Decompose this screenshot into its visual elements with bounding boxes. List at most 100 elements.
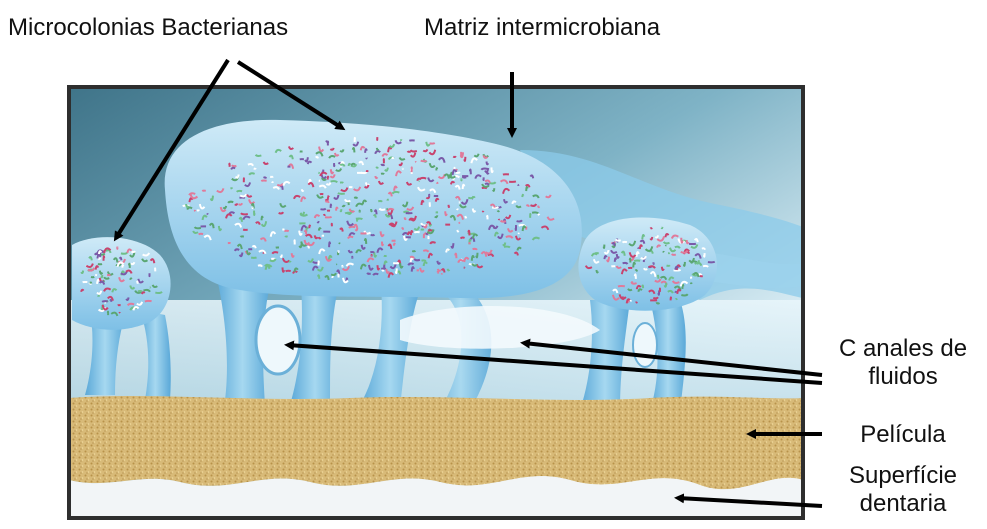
bacterium-speck	[237, 191, 242, 192]
bacterium-speck	[122, 265, 123, 267]
bacterium-speck	[381, 268, 386, 269]
bacterium-speck	[604, 245, 605, 248]
bacterium-speck	[470, 170, 471, 175]
channel-opening-left	[256, 306, 300, 374]
bacterium-speck	[414, 232, 419, 233]
bacterium-speck	[199, 234, 203, 235]
bacterium-speck	[371, 209, 372, 211]
bacterium-speck	[430, 143, 435, 144]
bacterium-speck	[309, 226, 310, 229]
bacterium-speck	[329, 242, 330, 247]
bacterium-speck	[240, 236, 243, 237]
label-tooth-surface-line1: Superfície	[828, 462, 978, 490]
bacterium-speck	[381, 174, 384, 175]
bacterium-speck	[498, 210, 500, 211]
bacterium-speck	[325, 217, 332, 218]
bacterium-speck	[501, 221, 506, 222]
bacterium-speck	[634, 260, 640, 261]
bacterium-speck	[671, 297, 672, 300]
bacterium-speck	[131, 251, 135, 252]
bacterium-speck	[340, 209, 341, 211]
bacterium-speck	[618, 286, 625, 287]
bacterium-speck	[703, 266, 708, 267]
bacterium-speck	[129, 264, 130, 268]
bacterium-speck	[532, 212, 538, 213]
bacterium-speck	[145, 301, 152, 302]
bacterium-speck	[653, 297, 658, 298]
bacterium-speck	[357, 219, 358, 221]
channel-opening-right	[633, 323, 657, 367]
bacterium-speck	[232, 165, 237, 166]
bacterium-speck	[456, 172, 460, 173]
label-pellicle: Película	[828, 421, 978, 449]
bacterium-speck	[378, 201, 382, 202]
bacterium-speck	[394, 244, 395, 246]
bacterium-speck	[461, 238, 465, 239]
bacterium-speck	[704, 253, 705, 257]
bacterium-speck	[623, 296, 624, 299]
bacterium-speck	[682, 285, 683, 289]
bacterium-speck	[331, 205, 332, 208]
bacterium-speck	[453, 156, 456, 157]
bacterium-speck	[642, 285, 643, 288]
bacterium-speck	[286, 271, 291, 272]
bacterium-speck	[367, 273, 370, 274]
bacterium-speck	[138, 291, 142, 292]
bacterium-speck	[382, 242, 383, 246]
bacterium-speck	[422, 260, 426, 261]
bacterium-speck	[684, 262, 685, 266]
label-tooth-surface: Superfície dentaria	[828, 462, 978, 517]
bacterium-speck	[102, 301, 108, 302]
bacterium-speck	[393, 263, 399, 264]
bacterium-speck	[371, 235, 375, 236]
bacterium-speck	[354, 198, 357, 199]
bacterium-speck	[254, 168, 256, 169]
bacterium-speck	[289, 261, 291, 262]
bacterium-speck	[487, 216, 488, 219]
bacterium-speck	[522, 195, 523, 197]
bacterium-speck	[473, 249, 477, 250]
bacterium-speck	[622, 242, 626, 243]
bacterium-speck	[708, 262, 715, 263]
bacterium-speck	[101, 275, 102, 277]
bacterium-speck	[381, 164, 384, 165]
bacterium-speck	[261, 180, 266, 181]
bacterium-speck	[666, 265, 669, 266]
label-microcolonies: Microcolonias Bacterianas	[8, 14, 288, 42]
bacterium-speck	[504, 247, 510, 248]
bacterium-speck	[285, 236, 288, 237]
label-channels: C anales de fluidos	[828, 335, 978, 390]
bacterium-speck	[658, 276, 659, 279]
bacterium-speck	[482, 188, 487, 189]
bacterium-speck	[137, 282, 138, 284]
bacterium-speck	[630, 259, 631, 263]
label-matrix: Matriz intermicrobiana	[424, 14, 660, 42]
bacterium-speck	[262, 217, 263, 221]
right-colony	[578, 217, 717, 310]
bacterium-speck	[436, 168, 437, 170]
bacterium-speck	[281, 255, 282, 257]
bacterium-speck	[635, 274, 636, 278]
bacterium-speck	[320, 209, 325, 210]
scene-content	[69, 87, 810, 518]
bacterium-speck	[121, 253, 127, 254]
label-channels-line1: C anales de	[828, 335, 978, 363]
bacterium-speck	[690, 283, 692, 284]
bacterium-speck	[345, 213, 352, 214]
bacterium-speck	[396, 268, 397, 273]
bacterium-speck	[455, 254, 456, 259]
label-tooth-surface-line2: dentaria	[828, 490, 978, 518]
pellicle-layer	[69, 396, 803, 489]
bacterium-speck	[338, 193, 345, 194]
bacterium-speck	[464, 157, 465, 161]
bacterium-speck	[412, 251, 415, 252]
bacterium-speck	[468, 231, 469, 236]
bacterium-speck	[104, 256, 105, 261]
bacterium-speck	[264, 177, 267, 178]
bacterium-speck	[472, 197, 475, 198]
bacterium-speck	[672, 254, 676, 255]
bacterium-speck	[449, 205, 450, 207]
bacterium-speck	[421, 160, 427, 161]
label-channels-line2: fluidos	[828, 363, 978, 391]
